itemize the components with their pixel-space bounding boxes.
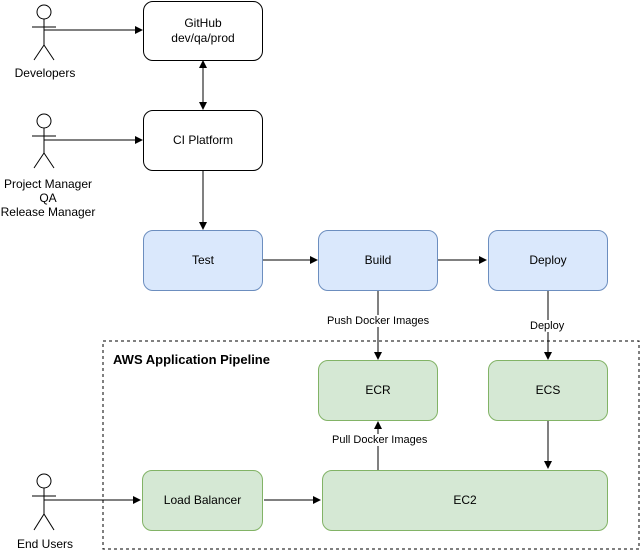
deploy-node[interactable]: Deploy (488, 230, 608, 291)
ecs-node[interactable]: ECS (488, 360, 608, 421)
ci-platform-node[interactable]: CI Platform (143, 110, 263, 171)
build-node[interactable]: Build (318, 230, 438, 291)
edge-label-push-docker-images: Push Docker Images (325, 315, 432, 327)
developers-actor-icon (32, 4, 56, 61)
ecr-node[interactable]: ECR (318, 360, 438, 421)
ec2-node[interactable]: EC2 (322, 470, 608, 531)
managers-label: Project Manager QA Release Manager (0, 177, 96, 219)
github-node[interactable]: GitHub dev/qa/prod (143, 1, 263, 61)
edge-label-pull-docker-images: Pull Docker Images (330, 434, 430, 446)
load-balancer-node[interactable]: Load Balancer (142, 470, 263, 531)
managers-actor-icon (32, 113, 56, 169)
test-node[interactable]: Test (143, 230, 263, 291)
group-title: AWS Application Pipeline (113, 352, 270, 367)
developers-label: Developers (14, 66, 76, 80)
edge-label-deploy: Deploy (528, 320, 567, 332)
end-users-label: End Users (16, 537, 74, 551)
end-users-actor-icon (32, 473, 56, 531)
